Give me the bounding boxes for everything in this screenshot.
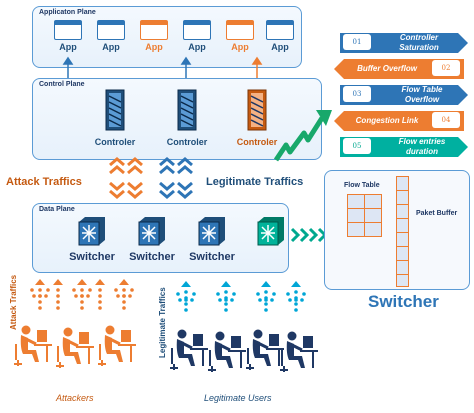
app-label: App — [59, 42, 77, 52]
app-window-icon — [226, 20, 254, 40]
app-5: App — [226, 20, 254, 52]
switch-icon — [198, 217, 225, 246]
legit-traffic-arrow-2 — [216, 281, 236, 312]
app-window-icon — [183, 20, 211, 40]
issue-label: Buffer Overflow — [357, 64, 417, 73]
switch-label: Switcher — [69, 251, 115, 263]
application-plane-title: Applicaton Plane — [39, 9, 96, 16]
attack-traffics-label: Attack Traffics — [6, 176, 82, 188]
legit-user-icon — [206, 330, 248, 374]
controller-label: Controler — [94, 137, 136, 147]
app-6: App — [266, 20, 294, 52]
legit-user-icon — [278, 330, 320, 374]
packet-buffer-column — [396, 176, 409, 287]
switch-1: Switcher — [64, 216, 120, 263]
issue-03: 03 Flow Table Overflow — [340, 85, 468, 105]
control-plane-title: Control Plane — [39, 81, 85, 88]
app-3: App — [140, 20, 168, 52]
issue-number: 03 — [343, 86, 371, 102]
issue-arrow-shape — [340, 85, 468, 105]
issue-02: Buffer Overflow 02 — [334, 59, 464, 79]
issue-05: 05 Flow entries duration — [340, 137, 468, 157]
switch-3: Switcher — [184, 216, 240, 263]
packet-buffer-label: Paket Buffer — [416, 210, 458, 217]
app-label: App — [188, 42, 206, 52]
issue-04: Congestion Link 04 — [334, 111, 464, 131]
attack-traffic-arrow-5 — [95, 279, 105, 310]
issue-arrow-shape — [340, 33, 468, 53]
server-rack-icon — [105, 89, 125, 131]
attacker-icon — [12, 324, 54, 368]
server-rack-icon — [247, 89, 267, 131]
issue-arrow-shape — [334, 59, 464, 79]
issue-label: Congestion Link — [355, 116, 419, 125]
switch-icon — [138, 217, 165, 246]
attack-traffic-arrow-1 — [30, 279, 50, 310]
switch-icon — [257, 217, 284, 246]
app-2: App — [97, 20, 125, 52]
app-window-icon — [97, 20, 125, 40]
app-window-icon — [54, 20, 82, 40]
switch-label: Switcher — [189, 251, 235, 263]
legit-user-icon — [244, 328, 286, 372]
app-4: App — [183, 20, 211, 52]
legitimate-users-label: Legitimate Users — [204, 393, 272, 403]
control-plane: Control Plane — [32, 78, 322, 160]
attacker-icon — [54, 326, 96, 370]
flow-table-label: Flow Table — [344, 182, 380, 189]
attack-traffic-arrow-2 — [72, 279, 92, 310]
switch-2: Switcher — [124, 216, 180, 263]
flow-table-grid — [347, 194, 382, 237]
legit-user-icon — [168, 328, 210, 372]
data-plane-title: Data Plane — [39, 206, 75, 213]
controller-3: Controler — [227, 88, 287, 147]
legit-traffic-arrow-3 — [256, 281, 276, 312]
issue-number: 01 — [343, 34, 371, 50]
app-label: App — [231, 42, 249, 52]
issue-number: 05 — [343, 138, 371, 154]
server-rack-icon — [177, 89, 197, 131]
issue-number: 02 — [432, 60, 460, 76]
app-label: App — [271, 42, 289, 52]
app-window-icon — [140, 20, 168, 40]
app-label: App — [145, 42, 163, 52]
issue-label: Flow entries duration — [398, 137, 446, 156]
app-window-icon — [266, 20, 294, 40]
switch-detail-title: Switcher — [368, 292, 439, 311]
attack-traffic-arrow-3 — [114, 279, 134, 310]
issue-arrow-shape — [334, 111, 464, 131]
legit-traffic-arrow-1 — [176, 281, 196, 312]
issue-label: Controller Saturation — [399, 33, 439, 52]
legitimate-traffics-label: Legitimate Traffics — [206, 176, 304, 188]
controller-2: Controler — [157, 88, 217, 147]
app-1: App — [54, 20, 82, 52]
switch-highlighted — [254, 216, 288, 251]
attack-traffic-arrow-4 — [53, 279, 63, 310]
attacker-icon — [96, 324, 138, 368]
attackers-label: Attackers — [56, 393, 94, 403]
issue-01: 01 Controller Saturation — [340, 33, 468, 53]
controller-label: Controler — [236, 137, 278, 147]
issue-number: 04 — [432, 112, 460, 128]
issue-label: Flow Table Overflow — [401, 85, 443, 104]
controller-label: Controler — [166, 137, 208, 147]
app-label: App — [102, 42, 120, 52]
switch-label: Switcher — [129, 251, 175, 263]
switch-icon — [78, 217, 105, 246]
legit-traffic-arrow-4 — [286, 281, 306, 312]
issue-arrow-shape — [340, 137, 468, 157]
controller-1: Controler — [85, 88, 145, 147]
